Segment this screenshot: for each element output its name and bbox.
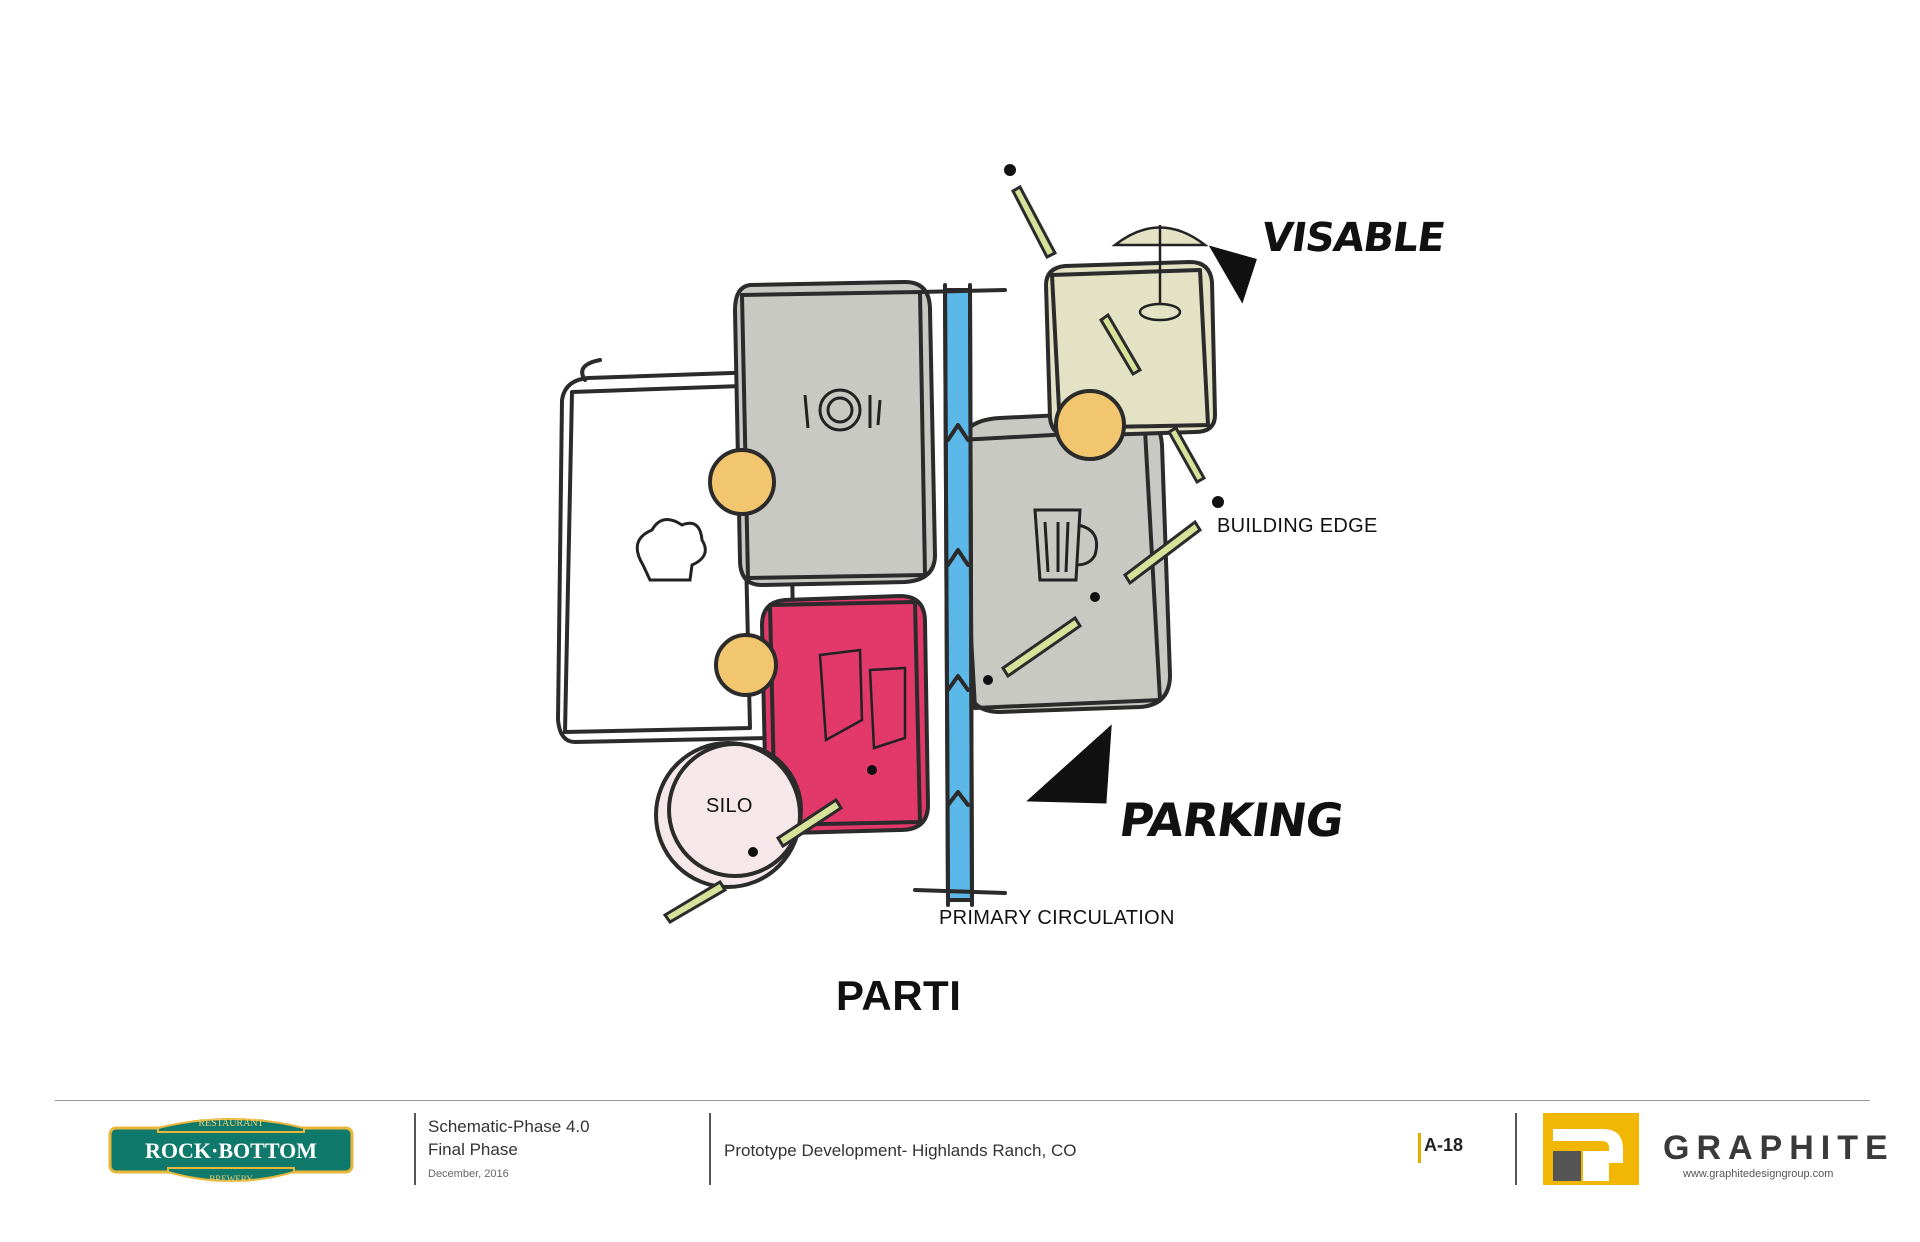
footer-separator [1515, 1113, 1517, 1185]
project-text: Prototype Development- Highlands Ranch, … [724, 1141, 1077, 1160]
axis-bar [775, 797, 844, 849]
axis-brewery-1 [1000, 615, 1083, 679]
graphite-brand: GRAPHITE [1663, 1129, 1895, 1167]
logo-text-top: RESTAURANT [198, 1118, 263, 1129]
diagram-title: PARTI [836, 972, 962, 1019]
date-text: December, 2016 [428, 1168, 509, 1180]
axis-patio [1011, 184, 1058, 260]
footer-divider [55, 1100, 1870, 1101]
logo-text-main: ROCK·BOTTOM [145, 1138, 317, 1163]
visible-label: VISABLE [1258, 215, 1448, 261]
patio-umbrella-icon [1111, 225, 1209, 322]
graphite-logo [1543, 1113, 1639, 1185]
logo-text-bottom: BREWERY [209, 1174, 253, 1184]
phase-sub-text: Final Phase [428, 1140, 518, 1159]
graphite-url: www.graphitedesigngroup.com [1683, 1168, 1834, 1180]
footer-separator [414, 1113, 416, 1185]
place-setting-icon [803, 388, 882, 432]
dining-zone [733, 280, 937, 587]
axis-visible [1166, 425, 1207, 485]
axis-patio-2 [1099, 312, 1143, 377]
rock-bottom-logo: RESTAURANT ROCK·BOTTOM BREWERY [108, 1118, 354, 1184]
brewery-zone [956, 410, 1172, 714]
silo-label: SILO [706, 795, 753, 817]
node-dining [708, 448, 776, 516]
visible-arrow-icon [1208, 245, 1257, 304]
axis-brewery-2 [1123, 519, 1202, 586]
axis-silo [662, 879, 728, 924]
phase-text: Schematic-Phase 4.0 [428, 1117, 590, 1136]
sheet-number: A-18 [1424, 1135, 1464, 1155]
node-kitchen [714, 633, 778, 697]
footer-separator [709, 1113, 711, 1185]
sheet-marker [1418, 1133, 1421, 1163]
chairs-icon [818, 648, 907, 750]
chef-hat-icon [635, 518, 707, 582]
parking-arrow-icon [1026, 724, 1112, 804]
primary-circulation-label: PRIMARY CIRCULATION [939, 907, 1175, 929]
beer-mug-icon [1033, 508, 1099, 582]
building-edge-label: BUILDING EDGE [1217, 515, 1378, 537]
parking-label: PARKING [1116, 793, 1347, 847]
node-patio [1054, 389, 1126, 461]
bar-zone [760, 594, 930, 835]
